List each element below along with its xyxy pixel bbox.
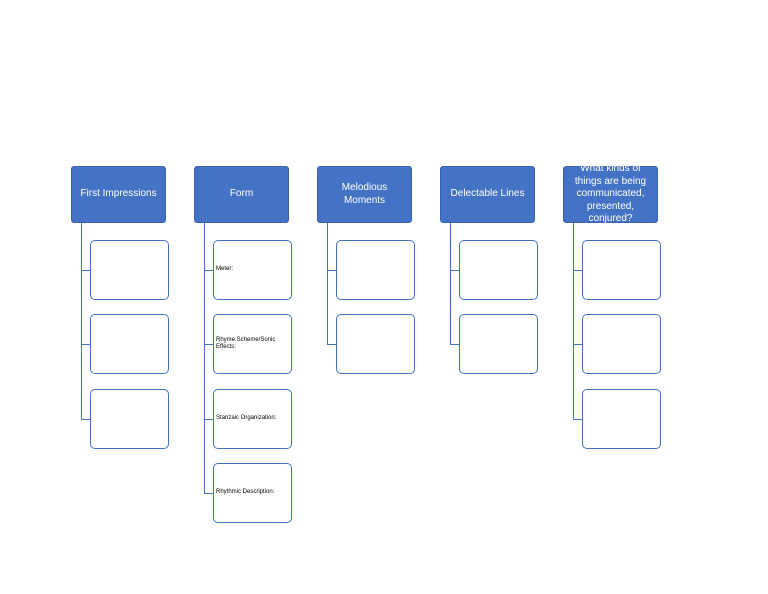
connector-branch — [204, 493, 213, 494]
child-label: Rhythmic Description: — [216, 489, 275, 496]
connector-spine — [450, 223, 451, 345]
column-header-melodious-moments: Melodious Moments — [317, 166, 412, 223]
child-label: Meter: — [216, 266, 234, 273]
child-box-first-impressions — [90, 314, 169, 374]
connector-branch — [81, 270, 90, 271]
child-box-form: Rhythmic Description: — [213, 463, 292, 523]
connector-branch — [450, 270, 459, 271]
connector-branch — [327, 344, 336, 345]
child-label: Stanzaic Organization: — [216, 415, 277, 422]
connector-branch — [573, 344, 582, 345]
child-box-first-impressions — [90, 389, 169, 449]
connector-branch — [81, 344, 90, 345]
column-title: What kinds of things are being communica… — [574, 163, 647, 225]
column-header-form: Form — [194, 166, 289, 223]
child-box-first-impressions — [90, 240, 169, 300]
child-box-communicated — [582, 314, 661, 374]
child-box-melodious-moments — [336, 314, 415, 374]
column-header-communicated: What kinds of things are being communica… — [563, 163, 658, 225]
connector-branch — [327, 270, 336, 271]
child-box-form: Meter: — [213, 240, 292, 300]
column-title: Form — [229, 188, 254, 200]
connector-branch — [204, 419, 213, 420]
connector-branch — [573, 270, 582, 271]
connector-branch — [204, 270, 213, 271]
child-box-form: Rhyme Scheme/Sonic Effects: — [213, 314, 292, 374]
child-label: Rhyme Scheme/Sonic Effects: — [216, 336, 276, 351]
child-box-form: Stanzaic Organization: — [213, 389, 292, 449]
connector-branch — [81, 419, 90, 420]
connector-spine — [81, 223, 82, 420]
connector-spine — [327, 223, 328, 345]
child-box-delectable-lines — [459, 240, 538, 300]
child-box-communicated — [582, 240, 661, 300]
connector-branch — [573, 419, 582, 420]
column-header-first-impressions: First Impressions — [71, 166, 166, 223]
column-title: Delectable Lines — [450, 188, 525, 200]
child-box-delectable-lines — [459, 314, 538, 374]
column-title: Melodious Moments — [341, 182, 388, 206]
connector-spine — [204, 223, 205, 494]
connector-branch — [204, 344, 213, 345]
connector-spine — [573, 223, 574, 420]
child-box-melodious-moments — [336, 240, 415, 300]
child-box-communicated — [582, 389, 661, 449]
connector-branch — [450, 344, 459, 345]
column-title: First Impressions — [80, 188, 157, 200]
column-header-delectable-lines: Delectable Lines — [440, 166, 535, 223]
